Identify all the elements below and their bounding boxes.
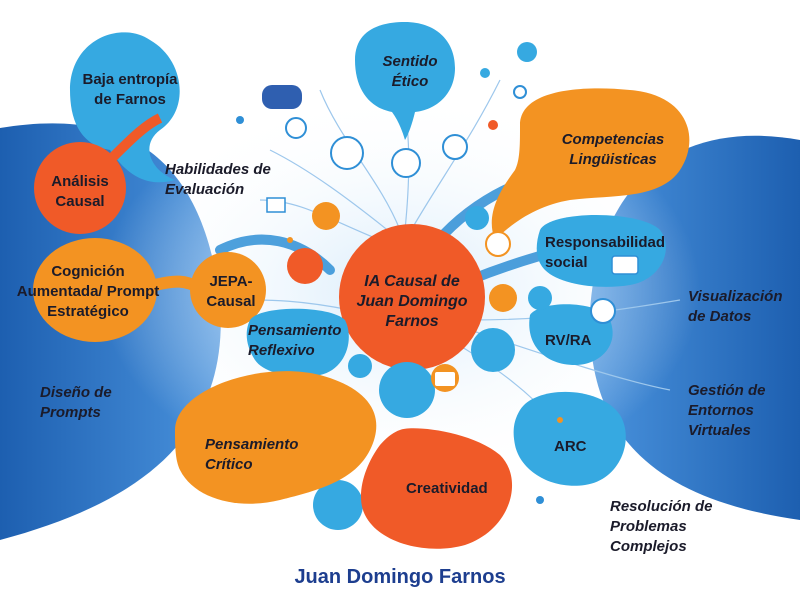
gestion-label: Gestión de Entornos Virtuales bbox=[688, 381, 788, 441]
arc-bubble bbox=[513, 391, 626, 486]
dot-blue-1 bbox=[471, 328, 515, 372]
sentido-etico-bubble bbox=[355, 22, 455, 140]
arc-label: ARC bbox=[554, 437, 594, 457]
cognicion-text: Cognición Aumentada/ Prompt Estratégico bbox=[16, 263, 160, 320]
competencias-bubble bbox=[491, 88, 690, 240]
arc-text: ARC bbox=[554, 438, 587, 455]
diseno-text: Diseño de Prompts bbox=[40, 384, 112, 421]
pensamiento-critico-bubble bbox=[175, 371, 377, 504]
analisis-bubble bbox=[34, 142, 126, 234]
center-label: IA Causal de Juan Domingo Farnos bbox=[350, 272, 474, 332]
center-title-text: IA Causal de Juan Domingo Farnos bbox=[356, 273, 468, 330]
baja-entropia-bubble bbox=[70, 32, 180, 183]
resolucion-text: Resolución de Problemas Complejos bbox=[610, 498, 713, 555]
pensamiento-reflexivo-text: Pensamiento Reflexivo bbox=[248, 322, 342, 359]
sentido-etico-text: Sentido Ético bbox=[382, 53, 438, 90]
responsabilidad-label: Responsabilidad social bbox=[545, 233, 675, 273]
responsabilidad-text: Responsabilidad social bbox=[545, 234, 666, 271]
cognicion-bubble bbox=[33, 238, 157, 342]
habilidades-label: Habilidades de Evaluación bbox=[165, 160, 280, 200]
pensamiento-reflexivo-bubble bbox=[246, 308, 349, 377]
footer-author: Juan Domingo Farnos bbox=[294, 566, 506, 588]
visualizacion-label: Visualización de Datos bbox=[688, 287, 788, 327]
jepa-text: JEPA- Causal bbox=[206, 273, 256, 310]
sentido-etico-label: Sentido Ético bbox=[370, 52, 450, 92]
pensamiento-critico-text: Pensamiento Crítico bbox=[205, 436, 299, 473]
analisis-text: Análisis Causal bbox=[51, 173, 109, 210]
creatividad-text: Creatividad bbox=[406, 480, 488, 497]
baja-entropia-label: Baja entropía de Farnos bbox=[80, 70, 180, 110]
creatividad-bubble bbox=[360, 428, 513, 549]
rvra-label: RV/RA bbox=[545, 331, 605, 351]
rvra-text: RV/RA bbox=[545, 332, 592, 349]
cognicion-label: Cognición Aumentada/ Prompt Estratégico bbox=[8, 262, 168, 322]
competencias-label: Competencias Lingüisticas bbox=[548, 130, 678, 170]
jepa-label: JEPA- Causal bbox=[196, 272, 266, 312]
rvra-bubble bbox=[529, 304, 613, 365]
dot-blue-2 bbox=[379, 362, 435, 418]
dot-blue-3 bbox=[313, 480, 363, 530]
decorative-icons bbox=[236, 42, 639, 504]
dot-red-small bbox=[287, 248, 323, 284]
jepa-bubble bbox=[190, 252, 266, 328]
competencias-text: Competencias Lingüisticas bbox=[561, 131, 665, 168]
habilidades-text: Habilidades de Evaluación bbox=[165, 161, 271, 198]
baja-entropia-text: Baja entropía de Farnos bbox=[82, 71, 178, 108]
visualizacion-text: Visualización de Datos bbox=[688, 288, 783, 325]
center-bubble bbox=[339, 224, 485, 370]
resolucion-label: Resolución de Problemas Complejos bbox=[610, 497, 720, 557]
analisis-label: Análisis Causal bbox=[38, 172, 122, 212]
creatividad-label: Creatividad bbox=[406, 479, 506, 499]
pensamiento-reflexivo-label: Pensamiento Reflexivo bbox=[248, 321, 358, 361]
diseno-label: Diseño de Prompts bbox=[40, 383, 130, 423]
pensamiento-critico-label: Pensamiento Crítico bbox=[205, 435, 315, 475]
gestion-text: Gestión de Entornos Virtuales bbox=[688, 382, 766, 439]
